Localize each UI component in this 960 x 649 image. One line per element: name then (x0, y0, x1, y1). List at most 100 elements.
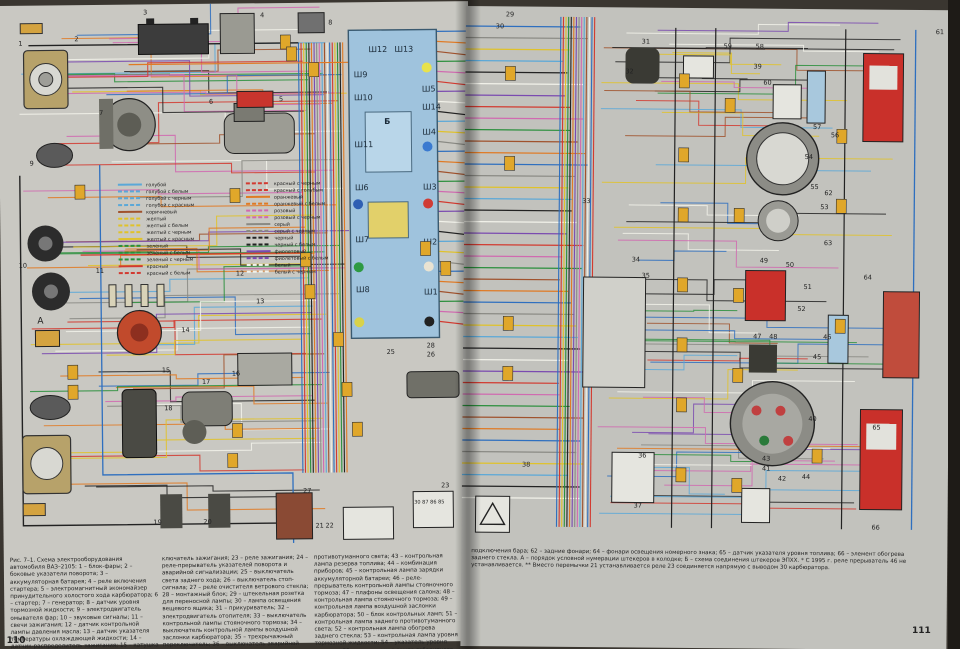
light-switch-block (611, 451, 655, 504)
component-number: 34 (632, 255, 640, 263)
battery-component (137, 23, 210, 56)
component-number: 53 (820, 203, 828, 211)
component-number: 25 (387, 348, 395, 356)
wiper-relay (406, 370, 460, 399)
left-diagram: Ш12Ш13Ш9Ш5Ш10Ш14Ш11Ш4Ш6Ш3Ш7Ш2Ш8Ш1Б голуб… (18, 0, 472, 543)
legend-entry: красный с черным (274, 180, 321, 187)
connector-pad (733, 288, 744, 303)
component-number: 22 (325, 522, 333, 530)
component-number: 28 (427, 341, 435, 349)
connector-pad (232, 423, 243, 438)
legend-entry: зеленый с белым (147, 249, 191, 256)
component-number: 17 (202, 378, 210, 386)
connector-pad (676, 337, 688, 353)
component-number: 16 (232, 369, 240, 377)
block-connector-label: Ш7 (355, 235, 369, 244)
component-number: 41 (762, 465, 770, 473)
connector-pad (333, 332, 344, 347)
connector-pad (836, 128, 848, 144)
connector-pad (420, 241, 431, 256)
block-connector-label: Ш10 (354, 93, 373, 102)
block-connector-label: Ш4 (422, 127, 436, 136)
legend-entry: красный с белым (147, 269, 191, 276)
component-number: 37 (634, 501, 642, 509)
component-number: 10 (19, 262, 27, 270)
turn-indicator (22, 503, 46, 517)
legend-entry: серый (274, 221, 290, 228)
component-number: 1 (18, 40, 22, 48)
legend-entry: розовый (274, 207, 295, 214)
connector-pad (67, 384, 79, 400)
legend-entry: желтый (146, 215, 166, 222)
spark-plugs (108, 283, 165, 308)
component-number: 30 (496, 22, 504, 30)
legend-entry: желтый с белым (146, 222, 189, 229)
connector-pad (280, 34, 291, 50)
fan-motor (208, 493, 231, 528)
component-number: 33 (582, 197, 590, 205)
component-number: 43 (762, 455, 770, 463)
sublabel-a: А (37, 317, 44, 327)
component-number: 45 (813, 353, 821, 361)
block-connector-label: Ш8 (356, 285, 370, 294)
legend-entry: фиолетовый (275, 248, 307, 255)
caption-column-2: ключатель зажигания; 23 – реле зажигания… (161, 554, 309, 649)
relay-component (748, 344, 778, 373)
ignition-coil (121, 388, 158, 459)
relay-component (772, 84, 802, 120)
legend-entry: красный с голубым (274, 186, 323, 194)
component-number: 59 (724, 42, 732, 50)
connector-pad (835, 198, 847, 214)
heater-motor (625, 47, 660, 84)
component-number: 21 (315, 522, 323, 530)
component-number: 64 (864, 273, 872, 281)
component-number: 5 (279, 95, 283, 103)
connector-pad (677, 207, 689, 223)
starter-relay (219, 12, 256, 55)
connector-pad (678, 147, 690, 163)
turn-indicator (19, 23, 43, 35)
component-number: 49 (760, 257, 768, 265)
caption-right-text: подключения бара; 62 – задние фонари; 64… (471, 548, 907, 572)
block-connector-label: Ш6 (355, 183, 369, 192)
page-number-left: 110 (6, 635, 26, 646)
connector-pad (676, 397, 687, 413)
legend-entry: белый с черным (275, 268, 316, 275)
connector-pad (227, 453, 239, 468)
ignition-switch (342, 506, 395, 540)
component-number: 54 (805, 153, 813, 161)
component-number: 8 (328, 19, 332, 27)
legend-entry: розовый с черным (274, 214, 321, 221)
legend-entry: черный с белым (274, 241, 315, 248)
component-number: 9 (30, 160, 34, 168)
relay-pin-label: 30 87 86 85 (414, 499, 444, 505)
legend-entry: голубой (146, 181, 166, 188)
component-number: 60 (763, 79, 771, 87)
component-number: 56 (831, 131, 839, 139)
component-number: 26 (427, 350, 435, 358)
commutator-component (237, 352, 293, 387)
component-number: 12 (236, 269, 244, 277)
multifunction-switch (582, 276, 647, 389)
legend-entry: оранжевый (274, 193, 303, 200)
component-number: 19 (153, 518, 161, 526)
connector-pad (74, 184, 86, 200)
component-number: 29 (506, 10, 514, 18)
component-number: 40 (808, 415, 816, 423)
component-number: 57 (813, 123, 821, 131)
relay-component (682, 55, 715, 79)
connector-pad (678, 73, 690, 89)
component-number: 27 (303, 487, 311, 495)
component-number: 20 (203, 518, 211, 526)
legend-entry: оранжевый с белым (274, 200, 326, 208)
component-number: 7 (99, 109, 103, 117)
block-connector-label: Ш3 (423, 182, 437, 191)
component-number: 55 (810, 183, 818, 191)
component-number: 50 (786, 261, 794, 269)
connector-pad (733, 208, 745, 223)
connector-pad (724, 97, 736, 113)
component-number: 18 (164, 404, 172, 412)
connector-pad (341, 382, 353, 397)
